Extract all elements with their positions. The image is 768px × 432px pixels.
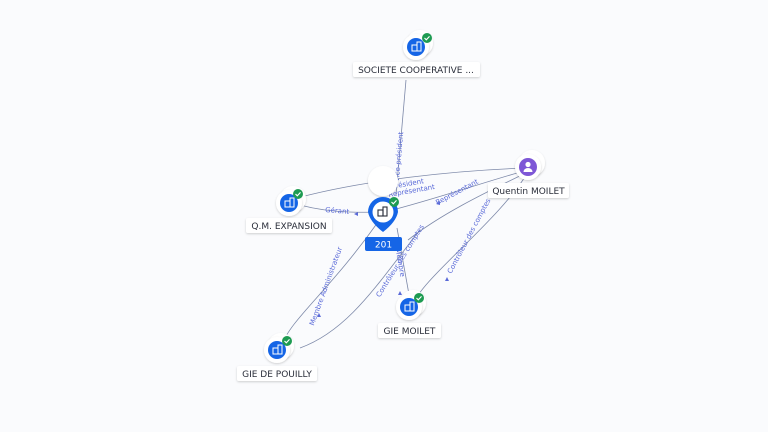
- building-icon: [284, 197, 295, 208]
- building-icon: [272, 344, 283, 355]
- edge-label-membre-administrateur: Membre Administrateur: [308, 246, 344, 327]
- node-label-societe: SOCIETE COOPERATIVE ...: [358, 66, 474, 76]
- edge-label-representant-2: Représentant: [434, 178, 479, 207]
- edge-label-controleur-1: Contrôleur des comptes: [446, 197, 493, 275]
- building-icon: [411, 41, 422, 52]
- node-label-qm: Q.M. EXPANSION: [251, 222, 326, 232]
- verified-check-icon: [422, 33, 432, 43]
- arrow-marker: [317, 313, 321, 317]
- edge-label-gerant: Gérant: [325, 206, 350, 216]
- arrow-marker: [436, 201, 440, 205]
- node-societe-cooperative[interactable]: SOCIETE COOPERATIVE ...: [353, 30, 480, 77]
- node-gie-moilet[interactable]: GIE MOILET: [378, 290, 441, 338]
- node-center-201[interactable]: 201: [365, 166, 402, 251]
- verified-check-icon: [414, 293, 424, 303]
- node-gie-de-pouilly[interactable]: GIE DE POUILLY: [237, 333, 317, 381]
- node-qm-expansion[interactable]: Q.M. EXPANSION: [246, 186, 332, 233]
- node-quentin-moilet[interactable]: Quentin MOILET: [488, 150, 569, 198]
- node-label-gie-moilet: GIE MOILET: [384, 327, 436, 337]
- building-icon: [377, 206, 388, 217]
- arrow-marker: [445, 277, 449, 281]
- arrow-marker: [398, 291, 402, 295]
- edge-arrows: [317, 186, 449, 317]
- building-icon: [404, 301, 415, 312]
- person-icon: [523, 161, 533, 172]
- node-label-gie-pouilly: GIE DE POUILLY: [242, 370, 312, 380]
- arrow-marker: [354, 212, 358, 216]
- verified-check-icon: [293, 189, 303, 199]
- node-label-center: 201: [375, 241, 392, 251]
- node-label-quentin: Quentin MOILET: [492, 187, 565, 197]
- verified-check-icon: [389, 197, 399, 207]
- verified-check-icon: [282, 336, 292, 346]
